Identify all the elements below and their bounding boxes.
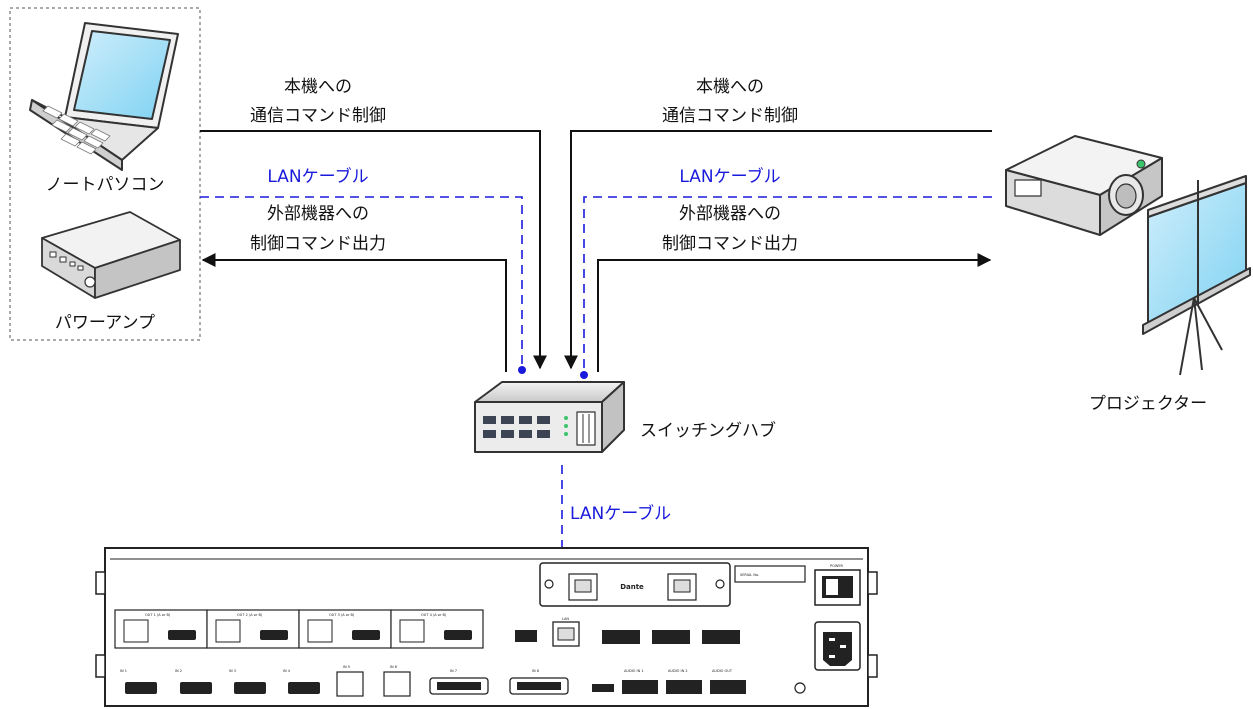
left-command-out-label-2: 制御コマンド出力	[250, 234, 386, 254]
audio-label-1: AUDIO IN 1	[624, 669, 644, 673]
left-lan-cable	[200, 196, 523, 370]
left-command-in-label-1: 本機への	[284, 77, 352, 97]
audio-terminal: AUDIO IN 2	[666, 669, 702, 694]
contact-terminal	[602, 630, 640, 644]
contact-terminal	[702, 630, 740, 644]
input-label-5: IN 5	[343, 665, 350, 669]
audio-label-2: AUDIO IN 2	[668, 669, 688, 673]
input-label-3: IN 3	[229, 669, 236, 673]
input-label-4: IN 4	[283, 669, 291, 673]
input-port: IN 6	[383, 665, 411, 697]
projector-icon	[1005, 135, 1163, 236]
projector-label: プロジェクター	[1089, 394, 1207, 414]
left-lan-label: LANケーブル	[267, 166, 368, 187]
left-command-in-label-2: 通信コマンド制御	[250, 106, 386, 126]
input-port: IN 5	[336, 665, 364, 697]
laptop-icon	[29, 22, 179, 171]
input-label-7: IN 7	[450, 669, 457, 673]
rear-panel: Dante SERIAL No. POWER OUT 1 (A or B)	[95, 547, 878, 707]
right-lan-cable	[583, 196, 992, 375]
rs232c-terminal	[515, 630, 537, 642]
left-command-out-line	[201, 253, 507, 372]
ground-terminal	[794, 682, 806, 694]
right-command-out-line	[597, 253, 992, 372]
power-amp-label: パワーアンプ	[55, 313, 155, 333]
input-port: IN 1	[120, 669, 157, 694]
audio-terminal: AUDIO IN 1	[622, 669, 658, 694]
output-label-4: OUT 4 (A or B)	[421, 613, 447, 617]
output-label-1: OUT 1 (A or B)	[145, 613, 171, 617]
output-block: OUT 1 (A or B)	[114, 609, 208, 649]
output-block: OUT 3 (A or B)	[298, 609, 392, 649]
audio-terminal: AUDIO OUT	[710, 669, 746, 694]
power-label: POWER	[830, 564, 844, 568]
right-lan-label: LANケーブル	[679, 166, 780, 187]
dante-logo-text: Dante	[620, 583, 644, 591]
lan-port: LAN	[552, 617, 580, 647]
left-lan-connector	[518, 366, 526, 374]
input-port: IN 2	[175, 669, 212, 694]
right-command-in-line	[564, 130, 992, 370]
bottom-lan-label: LANケーブル	[570, 503, 671, 524]
input-port: IN 8	[509, 669, 569, 695]
lan-port-label: LAN	[562, 617, 569, 621]
input-port: IN 3	[229, 669, 266, 694]
right-lan-connector	[580, 371, 588, 379]
input-label-2: IN 2	[175, 669, 182, 673]
switching-hub-label: スイッチングハブ	[640, 420, 776, 441]
power-switch: POWER	[814, 564, 861, 606]
input-label-8: IN 8	[532, 669, 539, 673]
output-block: OUT 2 (A or B)	[206, 609, 300, 649]
serial-plate	[734, 565, 806, 583]
output-block: OUT 4 (A or B)	[390, 609, 484, 649]
laptop-label: ノートパソコン	[46, 175, 165, 195]
right-command-in-label-2: 通信コマンド制御	[662, 106, 798, 126]
switching-hub-icon	[474, 381, 625, 453]
output-label-3: OUT 3 (A or B)	[329, 613, 355, 617]
right-command-out-label-1: 外部機器への	[679, 204, 781, 224]
left-command-out-label-1: 外部機器への	[267, 204, 369, 224]
right-command-in-label-1: 本機への	[696, 77, 764, 97]
dante-card: Dante	[539, 562, 731, 607]
remote-port	[592, 684, 614, 692]
input-port: IN 7	[429, 669, 489, 695]
input-label-1: IN 1	[120, 669, 127, 673]
serial-label: SERIAL No.	[740, 573, 759, 577]
projection-screen-icon	[1142, 175, 1251, 376]
right-command-out-label-2: 制御コマンド出力	[662, 234, 798, 254]
left-command-in-line	[200, 130, 547, 370]
contact-terminal	[652, 630, 690, 644]
audio-label-3: AUDIO OUT	[712, 669, 733, 673]
input-label-6: IN 6	[390, 665, 397, 669]
output-label-2: OUT 2 (A or B)	[237, 613, 263, 617]
power-amp-icon	[41, 211, 181, 299]
input-port: IN 4	[283, 669, 320, 694]
client-group-box	[9, 7, 201, 341]
ac-inlet	[814, 621, 861, 671]
